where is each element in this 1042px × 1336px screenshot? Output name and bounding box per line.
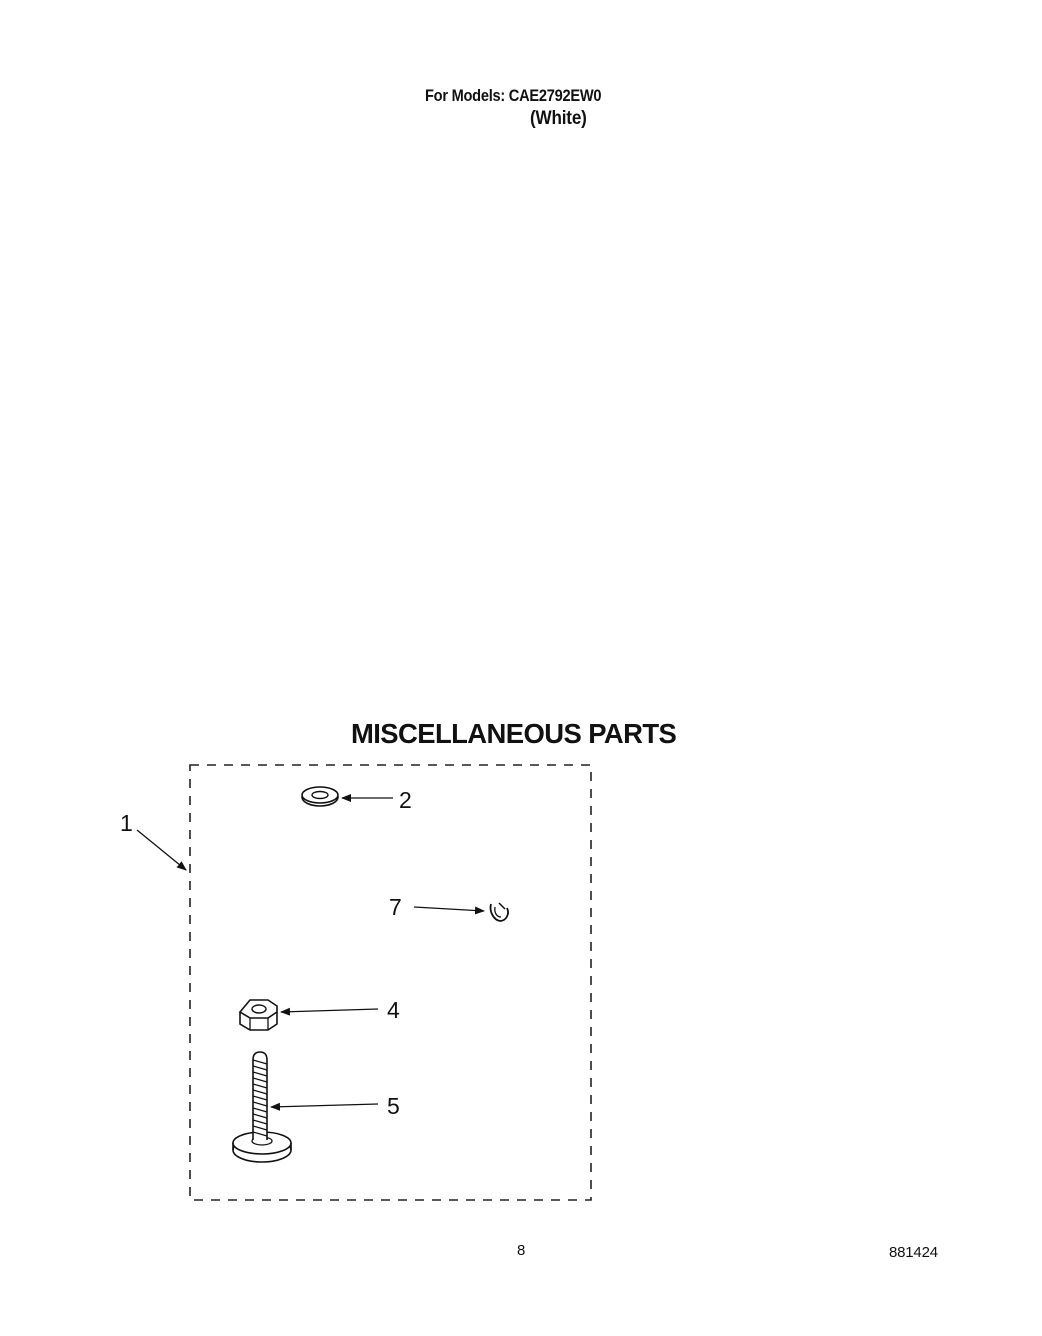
header-color-line: (White) xyxy=(530,108,587,129)
page-number: 8 xyxy=(517,1242,526,1259)
section-title: MISCELLANEOUS PARTS xyxy=(351,718,677,749)
header-models-line: For Models: CAE2792EW0 xyxy=(425,86,602,105)
callout-1: 1 xyxy=(120,810,133,836)
kit-boundary-box xyxy=(189,764,592,1201)
leader-line-4 xyxy=(280,1007,379,1016)
callout-5: 5 xyxy=(387,1093,400,1119)
washer-part xyxy=(301,786,339,807)
document-number: 881424 xyxy=(889,1244,938,1261)
callout-2: 2 xyxy=(399,787,412,813)
clip-part xyxy=(489,902,509,922)
leader-line-5 xyxy=(270,1102,379,1111)
leveling-bolt-part xyxy=(232,1051,292,1163)
leader-line-1 xyxy=(136,829,187,871)
hex-nut-part xyxy=(238,999,278,1031)
callout-7: 7 xyxy=(389,894,402,920)
callout-4: 4 xyxy=(387,997,400,1023)
leader-line-7 xyxy=(413,906,485,915)
